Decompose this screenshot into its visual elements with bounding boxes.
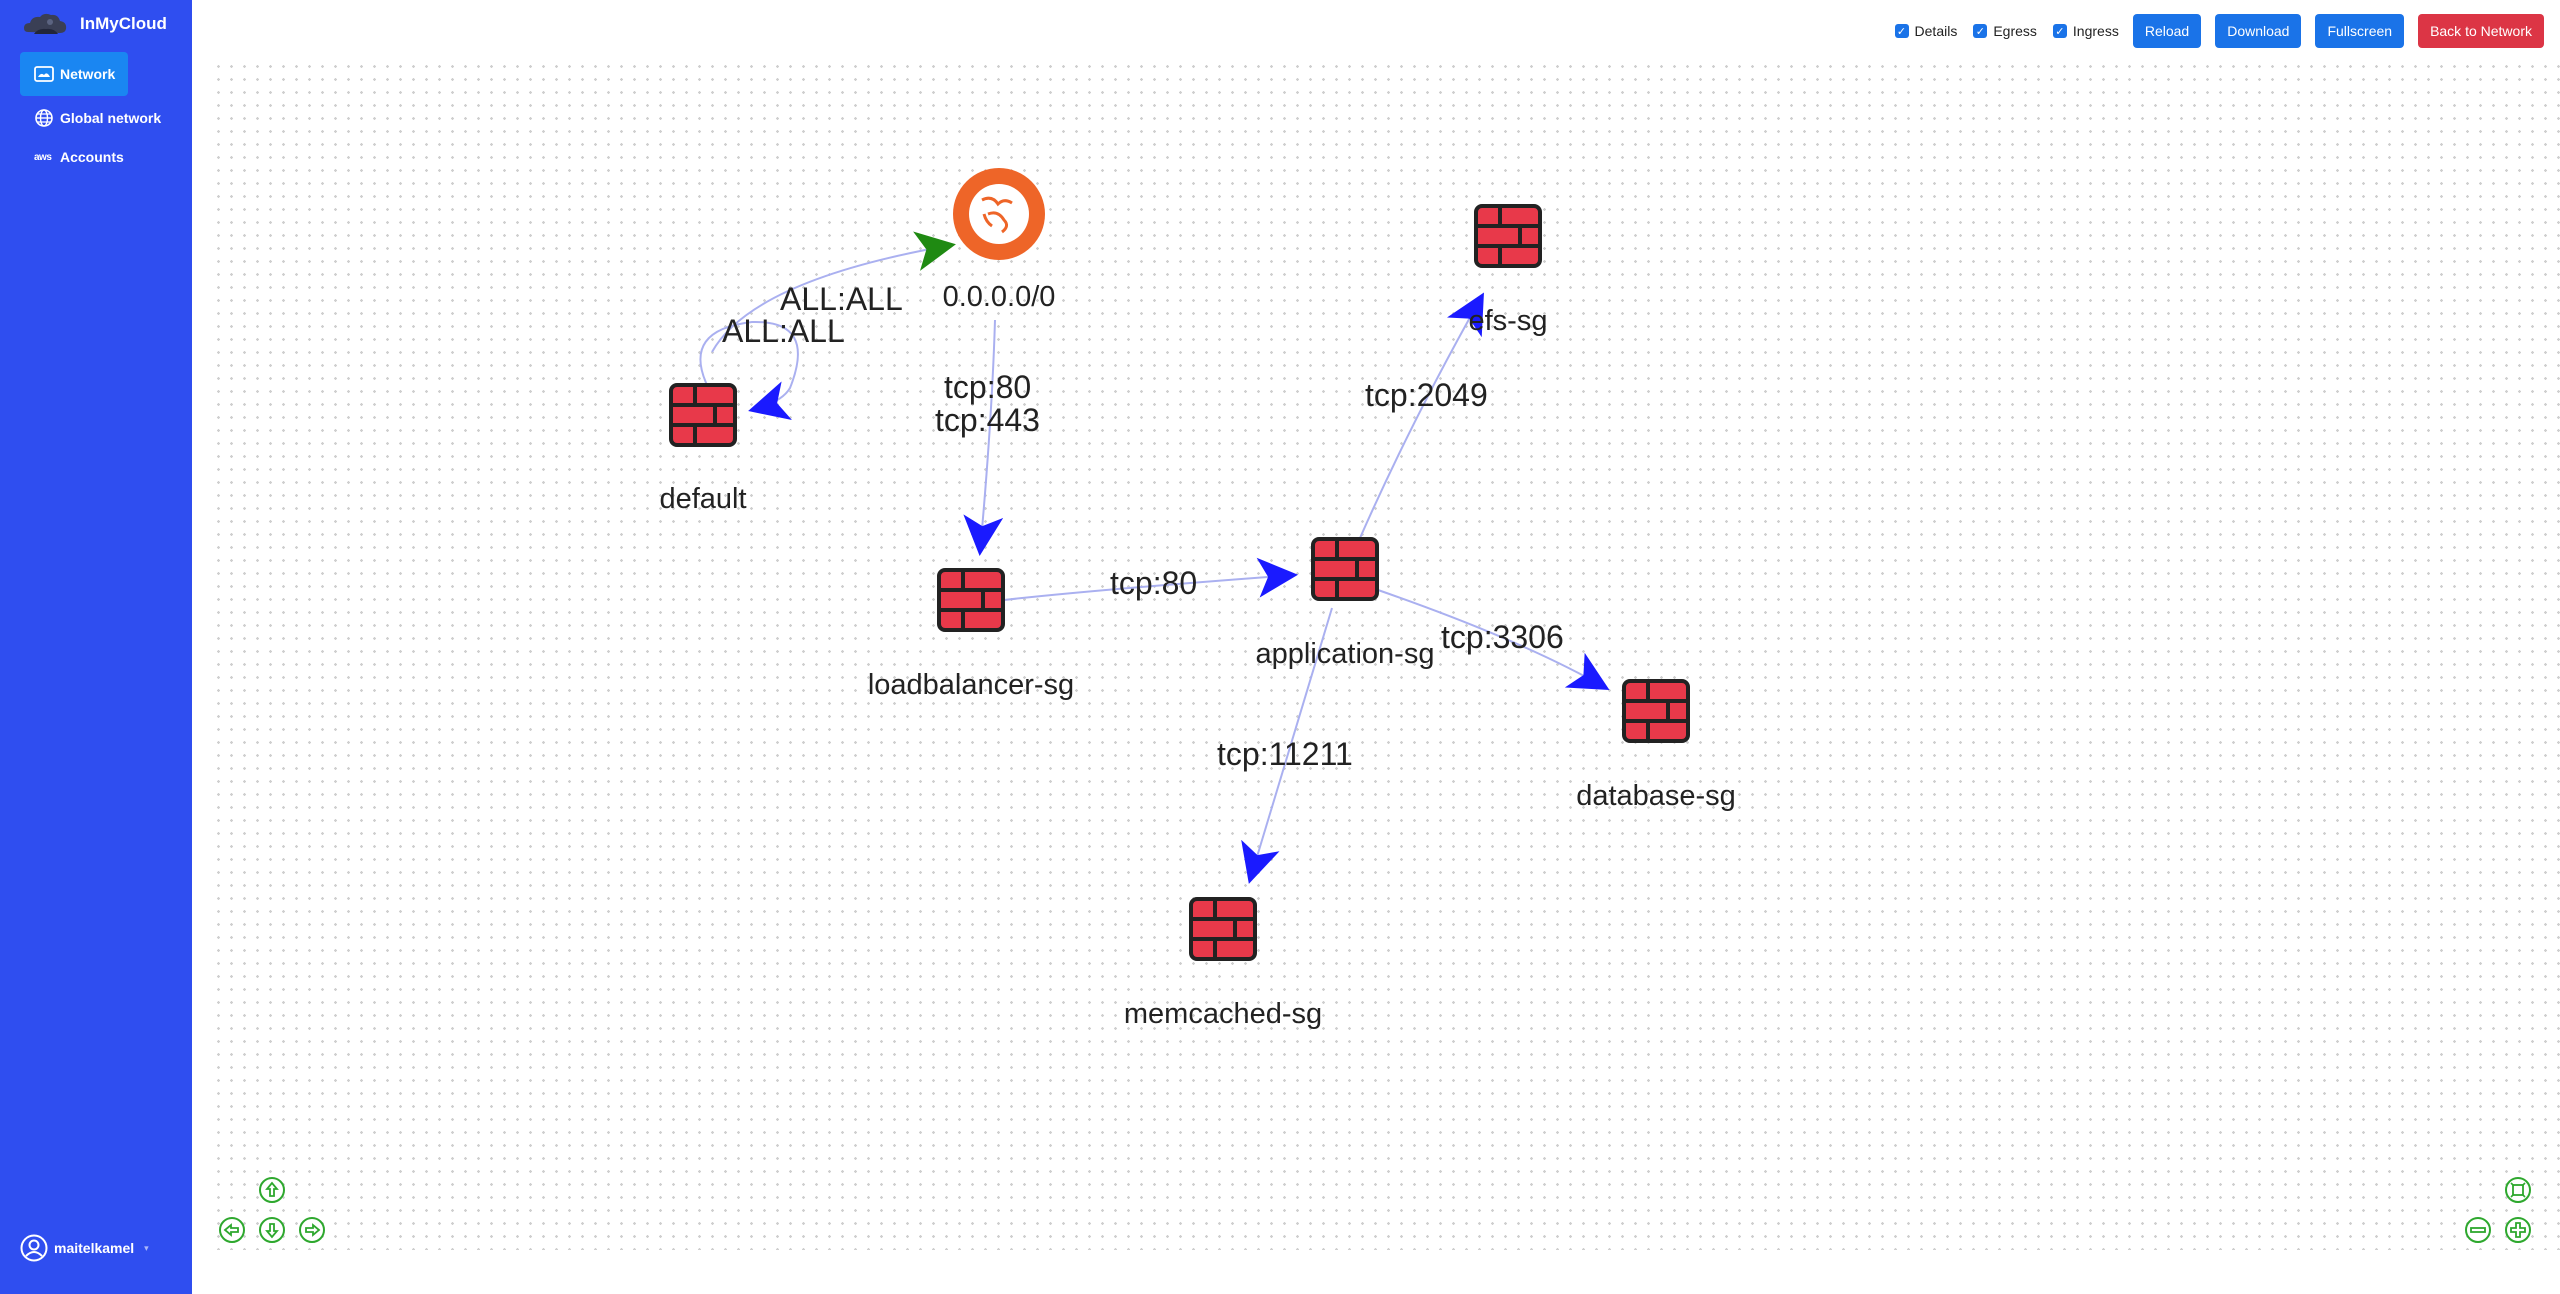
pan-up-icon[interactable] [258,1176,286,1204]
edge-label: tcp:2049 [1365,377,1488,413]
edge-label: tcp:443 [935,402,1040,438]
node-memcached-sg[interactable]: memcached-sg [1124,897,1322,1030]
edge-label: tcp:3306 [1441,619,1564,655]
canvas-bottom-margin [192,1250,2560,1294]
sidebar-item-network[interactable]: Network [20,52,128,96]
node-label: application-sg [1256,638,1435,670]
pan-down-icon[interactable] [258,1216,286,1244]
firewall-icon [937,568,1005,632]
aws-icon: aws [34,151,52,163]
sidebar-item-label: Network [60,66,116,82]
edge-label: ALL:ALL [722,313,845,349]
edge-label: tcp:11211 [1217,736,1353,772]
egress-checkbox[interactable]: ✓ Egress [1973,23,2037,39]
checkbox-checked-icon: ✓ [1894,24,1909,38]
back-to-network-button[interactable]: Back to Network [2418,14,2544,48]
user-menu[interactable]: maitelkamel ▾ [20,1234,149,1262]
sidebar-item-label: Global network [60,110,162,126]
edge-label: tcp:80 [944,369,1031,405]
fullscreen-button[interactable]: Fullscreen [2315,14,2405,48]
sidebar-item-global-network[interactable]: Global network [20,96,180,140]
node-efs-sg[interactable]: efs-sg [1469,204,1548,337]
node-application-sg[interactable]: application-sg [1256,537,1435,670]
pan-right-icon[interactable] [298,1216,326,1244]
network-graph[interactable]: ALL:ALL ALL:ALL tcp:80 tcp:443 tcp:80 tc… [192,0,2560,1294]
sidebar-item-label: Accounts [60,149,124,165]
node-database-sg[interactable]: database-sg [1576,679,1736,812]
firewall-icon [1311,537,1379,601]
globe-icon [34,108,54,128]
sidebar-item-accounts[interactable]: aws Accounts [20,140,180,174]
node-label: default [659,483,746,515]
checkbox-label: Ingress [2072,23,2119,39]
edge-internet-to-loadbalancer[interactable] [963,319,1004,556]
node-label: efs-sg [1469,305,1548,337]
edge-application-to-memcached[interactable] [1241,607,1333,884]
checkbox-checked-icon: ✓ [2052,24,2067,38]
canvas-left-margin [192,0,212,1294]
firewall-icon [1189,897,1257,961]
node-label: 0.0.0.0/0 [943,281,1056,313]
edge-label: ALL:ALL [780,281,903,317]
node-loadbalancer-sg[interactable]: loadbalancer-sg [868,568,1074,701]
node-default[interactable]: default [659,383,747,515]
user-avatar-icon [20,1234,48,1262]
reload-button[interactable]: Reload [2132,14,2202,48]
firewall-icon [669,383,737,447]
network-icon [34,64,54,84]
username: maitelkamel [54,1240,135,1256]
sidebar-nav: Network Global network aws Accounts [20,52,180,174]
node-internet[interactable]: 0.0.0.0/0 [943,168,1056,313]
edge-label: tcp:80 [1110,565,1197,601]
toolbar: ✓ Details ✓ Egress ✓ Ingress Reload Down… [1894,14,2544,48]
checkbox-checked-icon: ✓ [1973,24,1988,38]
ingress-checkbox[interactable]: ✓ Ingress [2052,23,2119,39]
edge-default-self[interactable] [699,320,799,421]
download-button[interactable]: Download [2215,14,2302,48]
edge-loadbalancer-to-application[interactable] [1003,557,1298,601]
app-name: InMyCloud [80,14,167,33]
checkbox-label: Egress [1993,23,2037,39]
firewall-icon [1474,204,1542,268]
node-label: memcached-sg [1124,998,1322,1030]
zoom-in-icon[interactable] [2504,1216,2532,1244]
zoom-extent-icon[interactable] [2504,1176,2532,1204]
pan-left-icon[interactable] [218,1216,246,1244]
edge-application-to-efs[interactable] [1359,292,1484,539]
edge-default-to-internet[interactable] [711,231,956,353]
brand[interactable]: InMyCloud [20,6,167,42]
details-checkbox[interactable]: ✓ Details [1894,23,1958,39]
checkbox-label: Details [1914,23,1958,39]
firewall-icon [1622,679,1690,743]
cloud-logo-icon [24,13,67,34]
caret-down-icon: ▾ [144,1242,149,1253]
network-canvas[interactable]: ALL:ALL ALL:ALL tcp:80 tcp:443 tcp:80 tc… [192,0,2560,1294]
node-label: database-sg [1576,780,1736,812]
node-label: loadbalancer-sg [868,669,1074,701]
edge-application-to-database[interactable] [1377,589,1610,690]
zoom-out-icon[interactable] [2464,1216,2492,1244]
sidebar: InMyCloud Network [0,0,192,1294]
